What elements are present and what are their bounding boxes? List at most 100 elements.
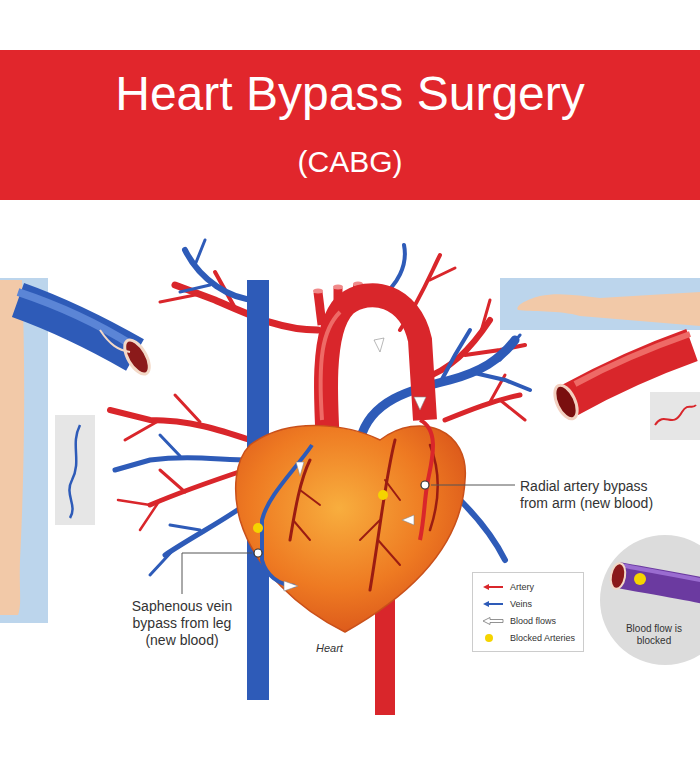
callout-label: Radial artery bypass from arm (new blood… — [520, 478, 670, 512]
saphenous-graft — [262, 445, 312, 586]
blocked-artery-dot — [378, 490, 388, 500]
coronary-arteries — [300, 490, 320, 505]
legend-sample — [481, 633, 505, 643]
inset-circle-shape — [620, 565, 700, 581]
artery-branches — [175, 285, 318, 330]
leader-point — [421, 481, 429, 489]
inset-circle-shape — [609, 562, 627, 590]
leg-panel — [0, 280, 24, 615]
legend-text: Blood flows — [510, 616, 556, 626]
artery-tube — [550, 382, 582, 422]
vein-tube — [18, 292, 154, 378]
vein-branches — [500, 335, 520, 360]
leader-line — [182, 553, 252, 594]
vein-tube — [100, 330, 130, 352]
vein-branches — [115, 458, 250, 470]
vein-branches — [150, 548, 175, 575]
legend-sample — [481, 582, 505, 592]
vein-branches — [195, 240, 205, 265]
legend-swatch — [485, 634, 493, 642]
legend-sample — [481, 616, 505, 626]
aorta-arch — [313, 289, 323, 294]
legend-sample — [487, 586, 503, 588]
arm-panel — [500, 278, 700, 330]
legend-box: ArteryVeinsBlood flowsBlocked Arteries — [472, 572, 584, 652]
inset-circle-shape — [634, 573, 646, 585]
legend-sample — [483, 617, 503, 624]
blood-flow-arrow — [296, 462, 304, 476]
legend-row: Artery — [481, 578, 575, 595]
artery-sample-box — [650, 392, 700, 440]
legend-row: Blocked Arteries — [481, 629, 575, 646]
legend-text: Blocked Arteries — [510, 633, 575, 643]
coronary-arteries — [293, 520, 310, 540]
artery-branches — [110, 410, 250, 440]
coronary-arteries — [378, 540, 400, 565]
artery-branches — [500, 400, 525, 420]
vein-branches — [160, 435, 180, 456]
vein-tube — [18, 300, 135, 355]
vein-branches — [180, 285, 210, 292]
title-text: Heart Bypass Surgery — [0, 66, 700, 122]
blood-flow-arrow — [284, 338, 426, 591]
artery-branches — [140, 500, 160, 530]
artery-branches — [480, 300, 490, 335]
artery-branches — [118, 500, 150, 505]
artery-branches — [160, 294, 200, 302]
artery-sample-box — [655, 405, 696, 425]
subtitle: (CABG) — [0, 144, 700, 180]
aorta-arch — [318, 292, 322, 325]
inset-caption: Blood flow is blocked — [622, 623, 686, 647]
vein-tube — [18, 292, 132, 345]
legend-sample — [481, 599, 505, 609]
artery-branches — [125, 420, 160, 440]
inset-circle-shape — [600, 535, 700, 665]
leg-panel — [0, 278, 48, 623]
blood-flow-arrow — [374, 338, 384, 352]
vein-branches — [360, 340, 515, 440]
blood-flow-arrow — [284, 581, 298, 591]
vein-branches — [170, 525, 200, 530]
vein-sample-box — [69, 425, 80, 518]
aorta-arch — [321, 312, 340, 420]
blood-flow-arrow — [414, 397, 426, 410]
legend-text: Veins — [510, 599, 532, 609]
aorta-arch — [333, 285, 343, 290]
blood-flow-arrow — [402, 515, 414, 525]
leader-line — [431, 485, 515, 486]
radial-graft — [420, 420, 433, 540]
radial-graft — [420, 420, 433, 540]
leader-line — [182, 485, 515, 594]
artery-branches — [150, 470, 245, 505]
vein-branches — [440, 330, 470, 383]
vein-sample-box — [55, 415, 95, 525]
saphenous-graft — [262, 445, 312, 586]
organ-label: Heart — [316, 642, 343, 655]
blocked-artery-dot — [253, 523, 263, 533]
blocked-artery-dot — [253, 490, 388, 533]
leader-point — [254, 481, 429, 557]
inset-circle: Blood flow is blocked — [600, 535, 700, 665]
callout-label: Saphenous vein bypass from leg (new bloo… — [118, 598, 246, 649]
vein-sample-box — [55, 415, 95, 525]
vein-tube — [120, 336, 155, 378]
legend-row: Veins — [481, 595, 575, 612]
artery-tube — [575, 334, 690, 384]
artery-tube — [570, 345, 692, 400]
artery-branches — [160, 470, 185, 492]
artery-sample-box — [650, 392, 700, 440]
artery-branches — [175, 395, 200, 422]
coronary-arteries — [360, 520, 380, 540]
leg-panel — [0, 278, 48, 623]
arm-panel — [500, 278, 700, 330]
legend-sample — [483, 584, 489, 590]
coronary-arteries — [290, 440, 438, 590]
artery-branches — [465, 345, 525, 355]
legend-text: Artery — [510, 582, 534, 592]
title-band: Heart Bypass Surgery (CABG) — [0, 50, 700, 200]
coronary-arteries — [370, 440, 395, 590]
leader-point — [254, 549, 262, 557]
legend-sample — [483, 601, 489, 607]
